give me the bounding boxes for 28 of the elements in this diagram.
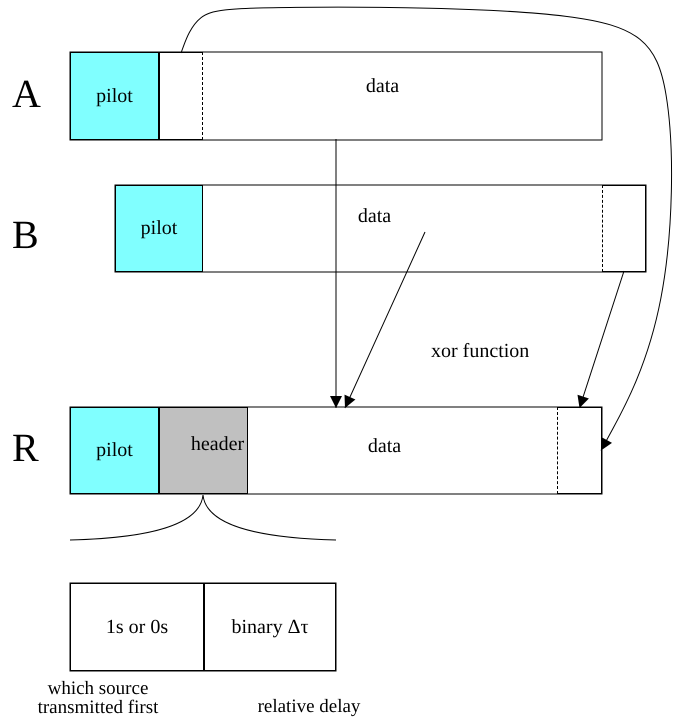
segment-box [70,407,159,494]
segment-label: binary Δτ [232,616,308,638]
field-caption: which source transmitted first [36,679,160,717]
arrow [330,138,342,408]
segment-label: pilot [96,84,133,108]
segment-label: data [368,435,402,458]
segment-label: header [190,433,244,456]
segment-box [159,52,203,140]
row-letter: B [12,215,39,255]
segment-box [159,407,248,494]
annotation-text: xor function [431,341,530,361]
arrow [344,232,426,408]
row-letter: A [12,74,41,114]
row-letter: R [12,428,39,468]
segment-label: pilot [96,439,133,462]
segment-box [204,583,336,671]
segment-box [115,185,203,272]
segment-box [70,583,204,671]
field-caption: relative delay [256,697,362,716]
arrow [180,6,672,451]
segment-label: pilot [140,217,178,240]
segment-box [557,407,602,494]
segment-label: 1s or 0s [106,616,168,638]
segment-box [602,185,646,272]
arrow [578,270,624,408]
segment-box [70,52,159,140]
segment-label: data [358,205,392,228]
segment-label: data [366,74,400,98]
